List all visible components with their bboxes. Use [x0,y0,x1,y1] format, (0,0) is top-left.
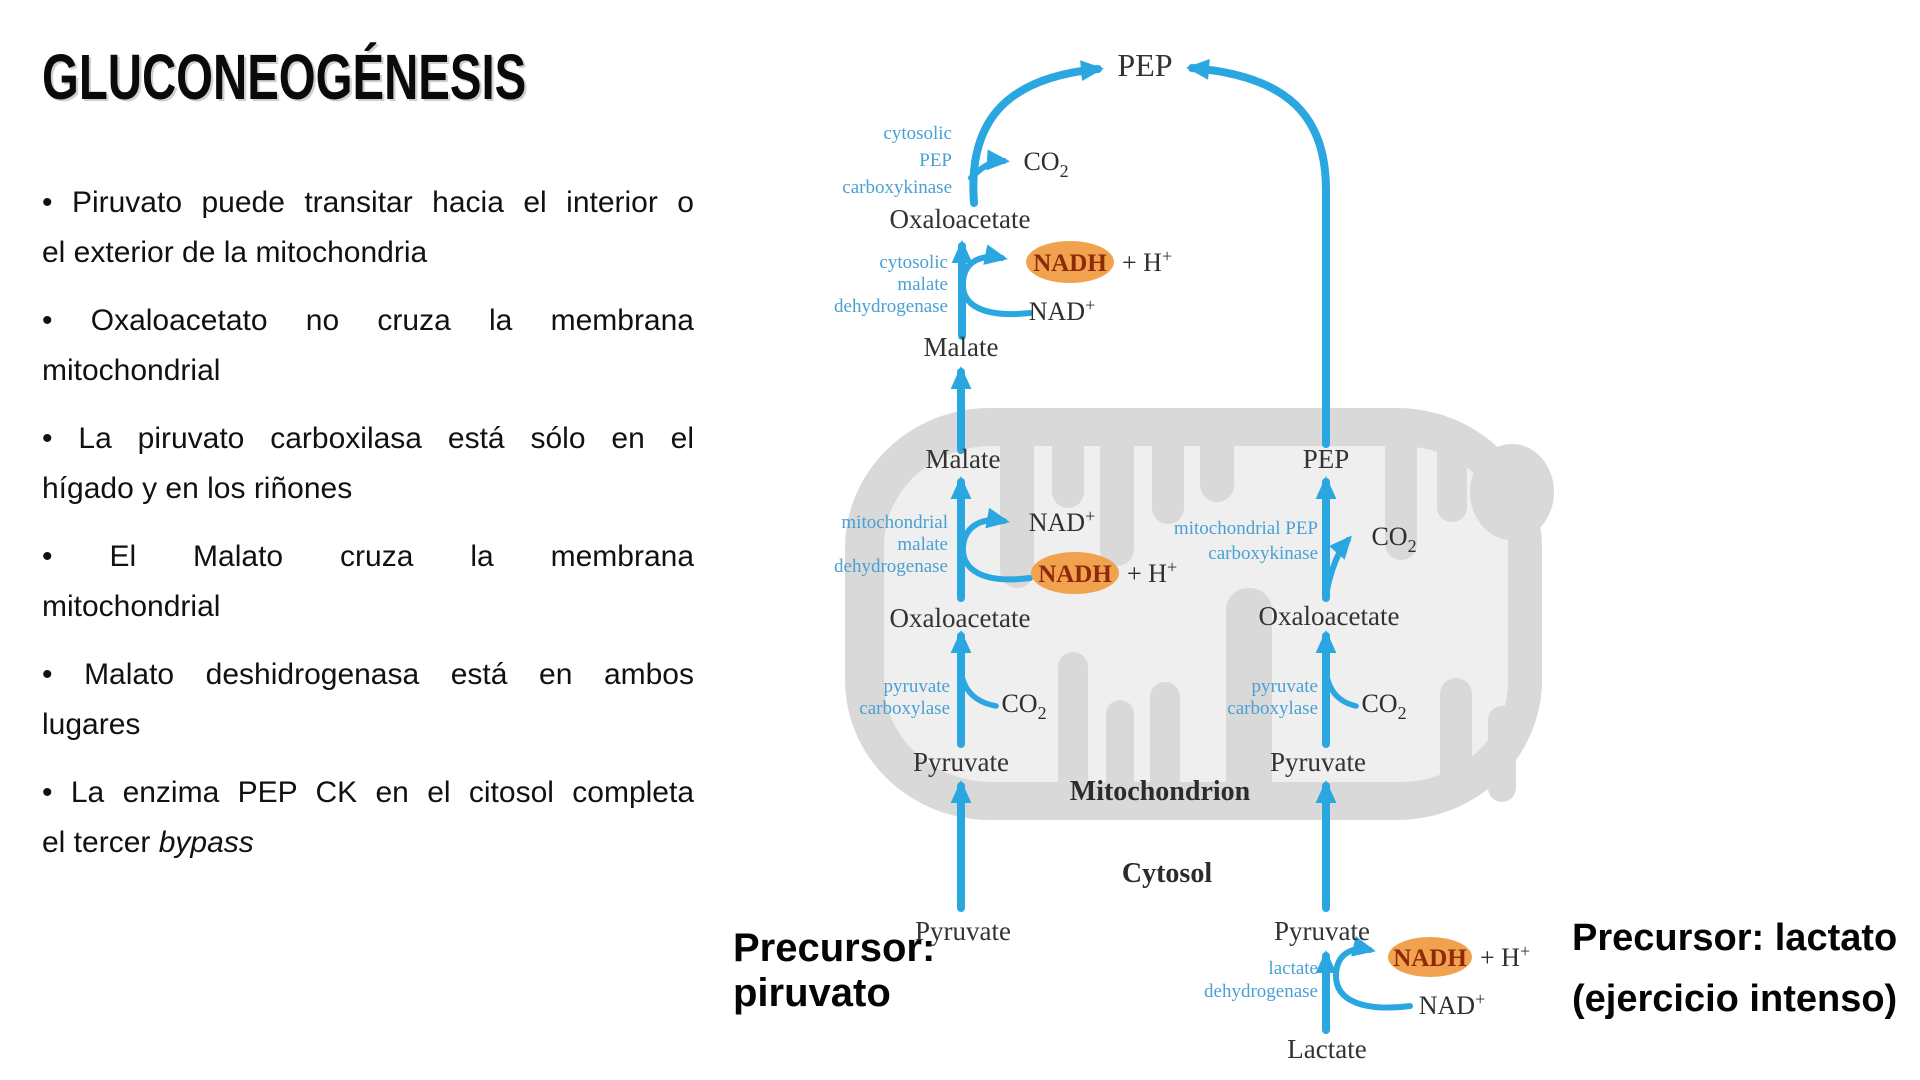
enzyme-line: dehydrogenase [1204,981,1318,1002]
nadh-highlight-mito [1031,552,1119,594]
bullet-item-1: • Piruvato puede transitar hacia el inte… [42,178,694,278]
metabolite-oxaloacetate-mito-left: Oxaloacetate [890,603,1031,633]
enzyme-line: dehydrogenase [834,556,948,577]
arrow-co2-release-cytosol [968,149,1010,181]
arrow-pep-exits-mito-to-pep [1186,59,1330,448]
metabolite-malate-mito: Malate [926,444,1001,474]
bullet-line: hígado y en los riñones [42,472,353,505]
enzyme-line: PEP [919,150,952,171]
metabolite-oxaloacetate-cytosol: Oxaloacetate [890,204,1031,234]
cofactor-plus-h-mito: + H+ [1127,557,1177,588]
enzyme-cytosolic-malate-dehydrogenase: cytosolic malate dehydrogenase [834,252,948,317]
cofactor-plus-h-lactate: + H+ [1480,941,1530,972]
page-title: GLUCONEOGÉNESIS [42,41,527,113]
bullet-line: el exterior de la mitochondria [42,236,428,269]
arrow-co2-merge-right [1323,667,1359,709]
bullet-line: • Oxaloacetato no cruza la membrana [42,304,694,337]
bullet-item-3: • La piruvato carboxilasa está sólo en e… [42,414,694,514]
enzyme-line: dehydrogenase [834,296,948,317]
cofactor-nad-lactate: NAD+ [1419,989,1486,1020]
arrow-nadh-to-nad-mito [959,507,1033,583]
enzyme-line: malate [897,534,948,555]
cofactor-nad-cytosol: NAD+ [1029,295,1096,326]
cofactor-co2-pepck-mito: CO2 [1371,522,1416,556]
bullet-item-2: • Oxaloacetato no cruza la membrana mito… [42,296,694,396]
enzyme-line: carboxylase [1227,698,1318,719]
cofactor-nadh-lactate: NADH [1393,945,1467,972]
precursor-pyruvate-line1: Precursor: [733,926,936,970]
enzyme-lactate-dehydrogenase: lactate dehydrogenase [1204,958,1318,1002]
bullet-line: mitochondrial [42,590,221,623]
bullet-line: • El Malato cruza la membrana [42,540,694,573]
bullet-line: lugares [42,708,141,741]
precursor-lactate-line2: (ejercicio intenso) [1572,978,1898,1020]
enzyme-cytosolic-pep-carboxykinase: cytosolic PEP carboxykinase [842,123,952,198]
metabolite-lactate: Lactate [1287,1034,1366,1064]
metabolite-pyruvate-mito-right: Pyruvate [1270,747,1366,777]
bullet-line: • Piruvato puede transitar hacia el inte… [42,186,694,219]
cofactor-co2-pc-right: CO2 [1361,689,1406,723]
enzyme-line: carboxykinase [842,177,952,198]
bullet-line: • Malato deshidrogenasa está en ambos [42,658,694,691]
enzyme-line: lactate [1268,958,1318,979]
enzyme-line: pyruvate [884,676,950,697]
cofactor-co2-top: CO2 [1023,147,1068,181]
bullet-line: • La piruvato carboxilasa está sólo en e… [42,422,694,455]
enzyme-line: cytosolic [879,252,948,273]
arrow-oxaloacetate-to-pep-cytosol [969,60,1104,207]
bullet-list: • Piruvato puede transitar hacia el inte… [42,178,694,886]
arrow-nad-to-nadh-cytosol [959,244,1033,317]
metabolite-pep-top: PEP [1117,47,1172,83]
metabolite-pyruvate-cytosol-right: Pyruvate [1274,916,1370,946]
enzyme-mitochondrial-malate-dehydrogenase: mitochondrial malate dehydrogenase [834,512,948,577]
precursor-lactate-label: Precursor: lactato (ejercicio intenso) [1572,908,1897,1030]
bullet-item-5: • Malato deshidrogenasa está en ambos lu… [42,650,694,750]
cofactor-co2-pc-left: CO2 [1001,689,1046,723]
arrow-nad-to-nadh-lactate [1332,936,1413,1011]
metabolite-malate-cytosol: Malate [924,332,999,362]
compartment-mitochondrion-label: Mitochondrion [1070,776,1251,807]
cristae-top [1000,430,1554,588]
bullet-item-6: • La enzima PEP CK en el citosol complet… [42,768,694,868]
cofactor-nadh-cytosol: NADH [1033,250,1107,277]
nadh-highlight-cytosol [1026,241,1114,283]
metabolite-pyruvate-cytosol-left: Pyruvate [915,916,1011,946]
enzyme-line: cytosolic [883,123,952,144]
enzyme-line: mitochondrial [841,512,948,533]
bullet-line: • La enzima PEP CK en el citosol complet… [42,776,694,809]
bullet-item-4: • El Malato cruza la membrana mitochondr… [42,532,694,632]
enzyme-line: carboxykinase [1208,543,1318,564]
enzyme-pyruvate-carboxylase-right: pyruvate carboxylase [1227,676,1318,719]
enzyme-line: pyruvate [1252,676,1318,697]
arrow-co2-merge-left [958,667,999,709]
bullet-line: el tercer bypass [42,826,254,859]
enzyme-mitochondrial-pep-carboxykinase: mitochondrial PEP carboxykinase [1174,518,1318,564]
precursor-pyruvate-label: Precursor: piruvato [733,926,935,1016]
precursor-pyruvate-line2: piruvato [733,971,891,1015]
cristae-bottom [1058,588,1516,802]
enzyme-line: mitochondrial PEP [1174,518,1318,539]
bullet-line: mitochondrial [42,354,221,387]
enzyme-line: malate [897,274,948,295]
cofactor-nadh-mito: NADH [1038,561,1112,588]
metabolite-pep-mito: PEP [1303,444,1350,474]
metabolite-oxaloacetate-mito-right: Oxaloacetate [1259,601,1400,631]
precursor-lactate-line1: Precursor: lactato [1572,917,1898,959]
enzyme-pyruvate-carboxylase-left: pyruvate carboxylase [859,676,950,719]
compartment-cytosol-label: Cytosol [1122,858,1212,889]
nadh-highlight-lactate [1388,937,1472,977]
enzyme-line: carboxylase [859,698,950,719]
cofactor-nad-mito: NAD+ [1029,506,1096,537]
arrow-co2-release-mito [1324,535,1352,593]
cofactor-plus-h-cytosol: + H+ [1122,246,1172,277]
metabolite-pyruvate-mito-left: Pyruvate [913,747,1009,777]
mitochondrion-inner-matrix [884,446,1508,782]
bullet-italic: bypass [158,826,254,859]
